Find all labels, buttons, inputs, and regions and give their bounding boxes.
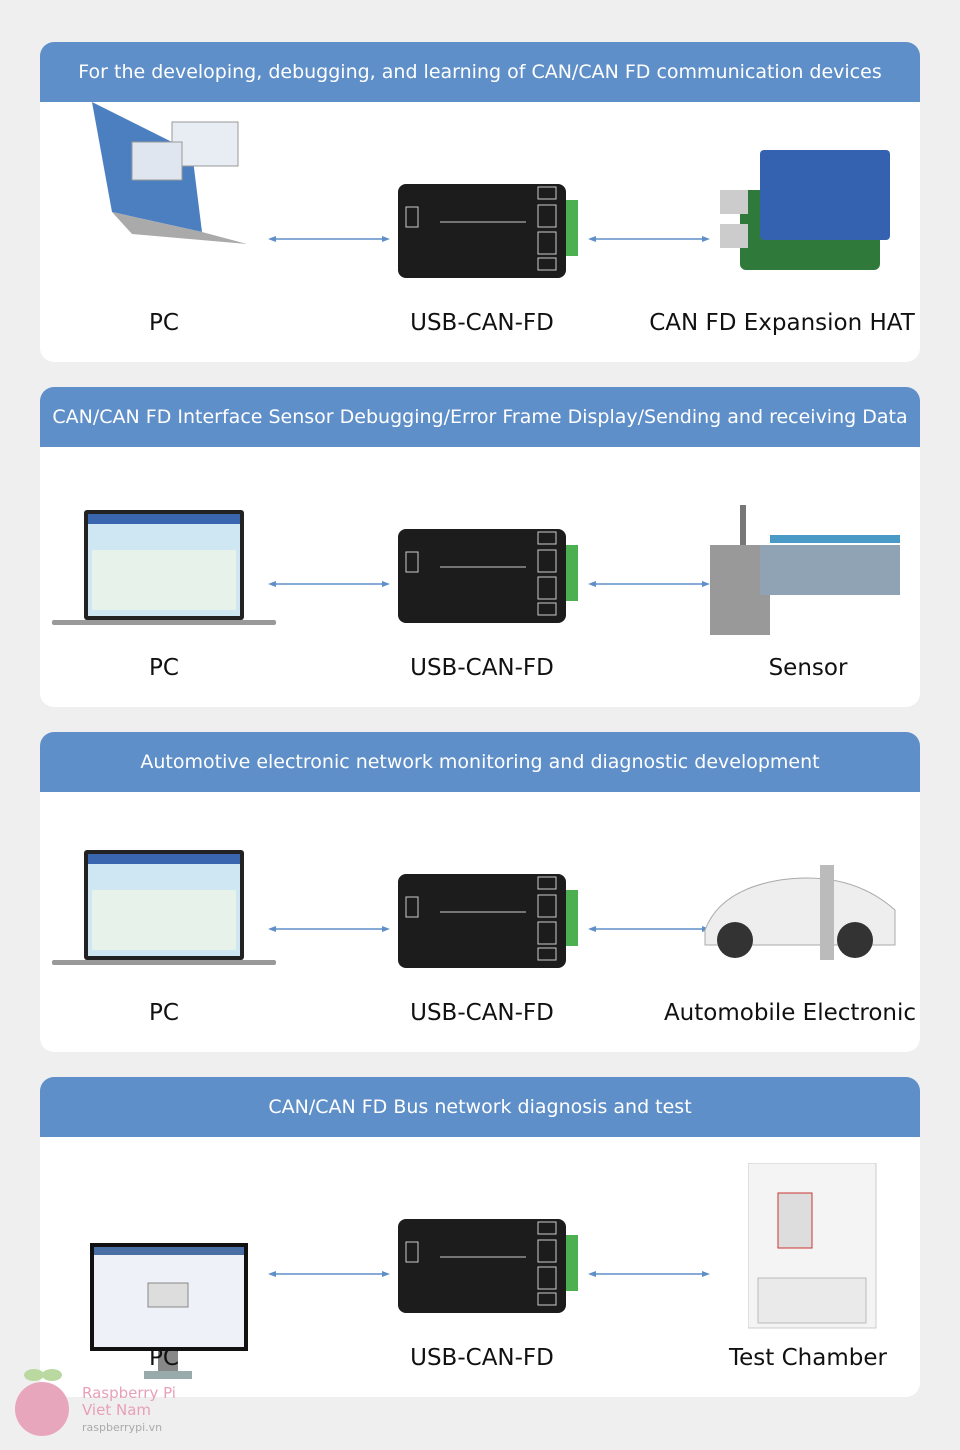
right-label: CAN FD Expansion HAT — [649, 310, 915, 336]
raspberry-logo-icon — [15, 1369, 69, 1436]
bidirectional-arrow-icon — [268, 227, 390, 242]
use-case-panel: For the developing, debugging, and learn… — [40, 42, 920, 362]
center-label: USB-CAN-FD — [410, 310, 554, 336]
laptop-icon — [52, 510, 276, 632]
center-label: USB-CAN-FD — [410, 1345, 554, 1371]
can-fd-hat-icon — [720, 140, 900, 284]
left-label: PC — [149, 655, 179, 681]
test-chamber-icon — [747, 1162, 878, 1337]
bidirectional-arrow-icon — [588, 572, 710, 587]
usb-can-fd-device-icon — [398, 872, 578, 970]
right-label: Automobile Electronic — [663, 1000, 917, 1026]
bidirectional-arrow-icon — [268, 917, 390, 932]
use-case-panel: CAN/CAN FD Bus network diagnosis and tes… — [40, 1077, 920, 1397]
use-case-panel: CAN/CAN FD Interface Sensor Debugging/Er… — [40, 387, 920, 707]
usb-can-fd-device-icon — [398, 1217, 578, 1315]
panel-header: CAN/CAN FD Interface Sensor Debugging/Er… — [40, 387, 920, 447]
center-label: USB-CAN-FD — [410, 1000, 554, 1026]
left-label: PC — [149, 1000, 179, 1026]
panel-header: For the developing, debugging, and learn… — [40, 42, 920, 102]
bidirectional-arrow-icon — [588, 917, 710, 932]
bidirectional-arrow-icon — [268, 1262, 390, 1277]
car-charging-icon — [700, 860, 900, 974]
usb-can-fd-device-icon — [398, 527, 578, 625]
watermark-line2: Viet Nam — [82, 1401, 152, 1419]
panel-header: Automotive electronic network monitoring… — [40, 732, 920, 792]
right-label: Sensor — [768, 655, 848, 681]
laptop-icon — [52, 850, 276, 972]
laptop-mail-icon — [72, 102, 252, 256]
bidirectional-arrow-icon — [588, 227, 710, 242]
center-label: USB-CAN-FD — [410, 655, 554, 681]
left-label: PC — [149, 310, 179, 336]
watermark-url: raspberrypi.vn — [82, 1421, 163, 1434]
use-case-panel: Automotive electronic network monitoring… — [40, 732, 920, 1052]
usb-can-fd-device-icon — [398, 182, 578, 280]
right-label: Test Chamber — [729, 1345, 887, 1371]
left-label: PC — [149, 1345, 179, 1371]
bidirectional-arrow-icon — [588, 1262, 710, 1277]
industrial-machine-icon — [710, 505, 910, 649]
watermark: Raspberry Pi Viet Nam raspberrypi.vn — [12, 1365, 192, 1445]
panel-header: CAN/CAN FD Bus network diagnosis and tes… — [40, 1077, 920, 1137]
bidirectional-arrow-icon — [268, 572, 390, 587]
monitor-icon — [88, 1243, 248, 1387]
watermark-line1: Raspberry Pi — [82, 1384, 176, 1402]
